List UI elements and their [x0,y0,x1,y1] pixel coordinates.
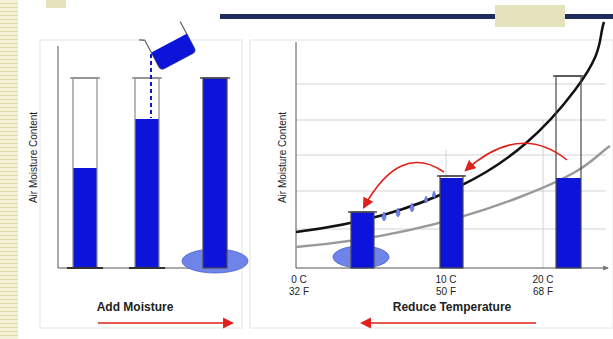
drop [382,212,386,221]
beaker [139,19,196,73]
side-band [0,0,18,339]
panel [250,40,613,328]
cylinder-wall [440,176,463,268]
corner-square [46,0,66,8]
cylinder-wall [556,76,581,268]
tick-label: 20 C [532,274,553,285]
beaker-wall [145,21,196,70]
tick-label: 0 C [291,274,307,285]
drop [396,208,400,217]
water [135,119,159,268]
cylinder-wall [73,78,97,268]
cylinder-base [67,267,103,269]
axis-label: Air Moisture Content [29,111,40,202]
graduated-cylinder [182,78,248,273]
condensation-drops [382,191,436,221]
water [556,178,581,268]
axis-label: Air Moisture Content [278,111,289,202]
graduated-cylinder [67,78,103,268]
grid-line [296,120,606,121]
tick-label: 32 F [289,286,309,297]
panel [40,40,242,328]
water [351,212,374,268]
pour-stream [150,54,152,118]
tick-label: 10 C [435,274,456,285]
graduated-cylinder [553,76,584,268]
direction-arrow [362,322,536,324]
grid [296,84,606,268]
beaker-spout [139,38,145,43]
cylinder-wall [203,78,227,268]
grid-line [543,120,544,268]
cylinder-lip [437,175,466,177]
cylinder-base [129,267,165,269]
drop [433,191,436,198]
graduated-cylinder [129,78,165,268]
cylinder-wall [135,78,159,268]
beaker-water [151,34,196,70]
drop [425,196,428,203]
cylinder-wall [351,212,374,268]
graduated-cylinder [437,176,466,268]
direction-label: Reduce Temperature [393,301,511,314]
cylinder-lip [132,77,162,79]
y-axis [58,46,59,268]
tick-label: 50 F [436,286,456,297]
water [440,178,463,268]
transfer-arrow [364,163,444,207]
y-axis [296,42,297,268]
graduated-cylinder [333,212,389,268]
corner-square [495,5,565,27]
transfer-arrow [466,143,567,170]
cylinder-lip [348,211,377,213]
cylinder-lip [70,77,100,79]
water [203,78,227,268]
grid-line [296,84,606,85]
tick-label: 68 F [533,286,553,297]
direction-label: Add Moisture [97,301,174,314]
water [73,168,97,268]
cylinder-lip [200,77,230,79]
direction-arrow [98,322,232,324]
cylinder-lip [553,75,584,77]
drop [410,203,414,212]
